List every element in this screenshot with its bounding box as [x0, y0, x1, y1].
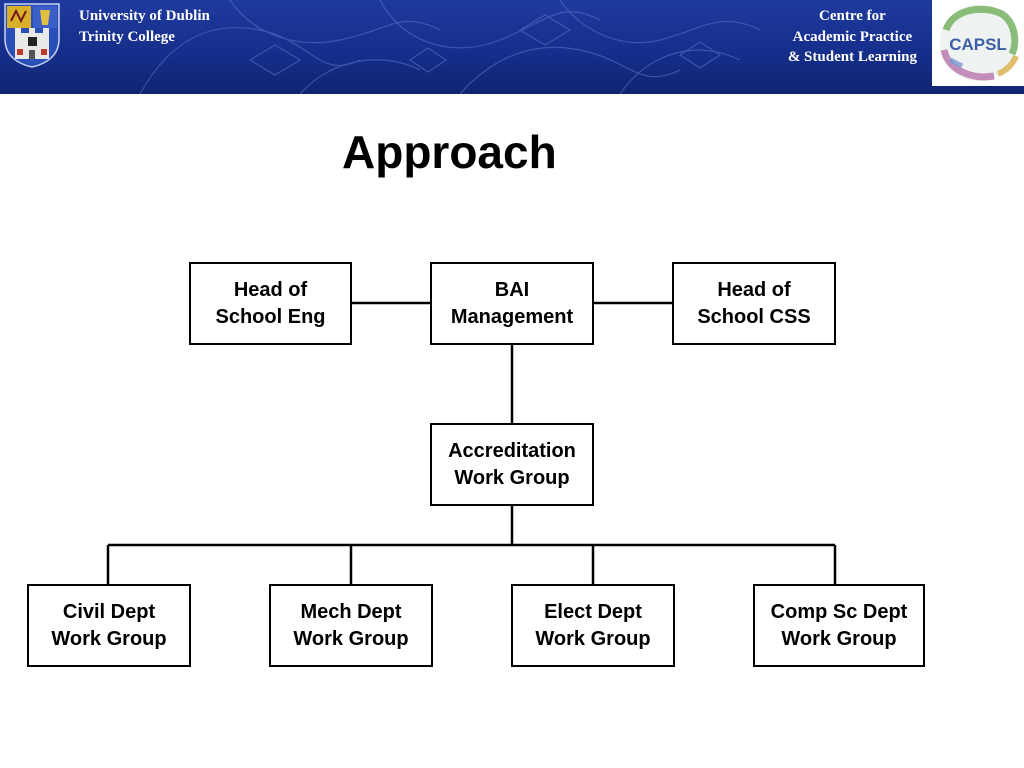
- header-banner: University of Dublin Trinity College Cen…: [0, 0, 1024, 94]
- node-comp-sc-dept-label: Comp Sc Dept Work Group: [770, 600, 908, 650]
- university-name: University of Dublin Trinity College: [79, 6, 210, 47]
- node-bai-management: BAI Management: [430, 262, 594, 345]
- node-head-school-eng: Head of School Eng: [189, 262, 352, 345]
- centre-line-3: & Student Learning: [787, 49, 917, 65]
- capsl-logo-text: CAPSL: [949, 35, 1007, 54]
- node-head-school-css-label: Head of School CSS: [697, 278, 811, 328]
- node-comp-sc-dept: Comp Sc Dept Work Group: [753, 584, 925, 667]
- node-bai-management-label: BAI Management: [450, 278, 574, 328]
- banner-pattern: [139, 0, 761, 94]
- centre-name: Centre for Academic Practice & Student L…: [788, 6, 917, 68]
- university-line-2: Trinity College: [79, 28, 175, 45]
- slide-title: Approach: [342, 126, 557, 178]
- node-civil-dept: Civil Dept Work Group: [27, 584, 191, 667]
- node-accreditation-work-group: Accreditation Work Group: [430, 423, 594, 506]
- centre-line-1: Centre for: [819, 8, 886, 24]
- trinity-college-crest: [4, 3, 60, 68]
- node-accreditation-label: Accreditation Work Group: [448, 439, 576, 489]
- capsl-logo: CAPSL: [932, 0, 1024, 86]
- node-elect-dept-label: Elect Dept Work Group: [535, 600, 651, 650]
- node-elect-dept: Elect Dept Work Group: [511, 584, 675, 667]
- node-civil-dept-label: Civil Dept Work Group: [51, 600, 167, 650]
- node-mech-dept: Mech Dept Work Group: [269, 584, 433, 667]
- university-line-1: University of Dublin: [79, 8, 210, 24]
- node-mech-dept-label: Mech Dept Work Group: [293, 600, 409, 650]
- node-head-school-css: Head of School CSS: [672, 262, 836, 345]
- centre-line-2: Academic Practice: [792, 28, 913, 45]
- node-head-school-eng-label: Head of School Eng: [215, 278, 326, 328]
